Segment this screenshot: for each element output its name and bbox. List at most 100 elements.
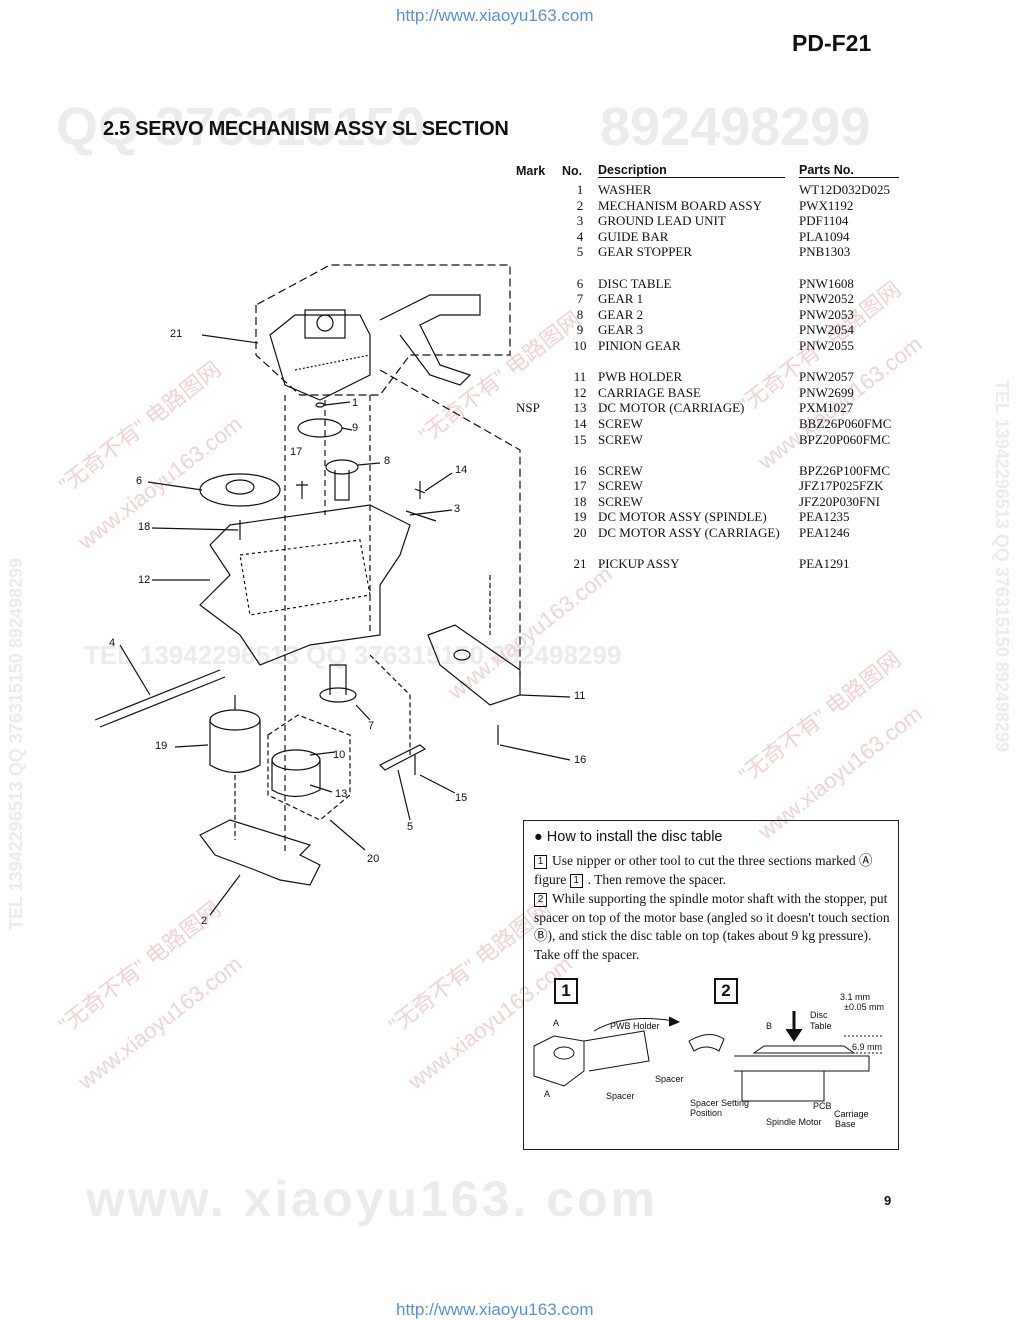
- part-number-cell: 1: [576, 182, 584, 197]
- fig2-disc-table: [752, 1045, 856, 1054]
- washer-drawing: [315, 402, 325, 408]
- pickup-lens: [316, 314, 334, 332]
- spindle-motor-drawing: [209, 720, 261, 774]
- parts-no-cell: PNW2053: [799, 306, 854, 322]
- exploded-view-diagram: [94, 264, 571, 916]
- description-cell: GEAR 3: [598, 322, 644, 338]
- callout-15: 15: [455, 792, 468, 804]
- description-cell: PWB HOLDER: [598, 369, 683, 385]
- fig1-spacer-label: Spacer: [655, 1074, 684, 1084]
- top-url[interactable]: http://www.xiaoyu163.com: [396, 6, 594, 25]
- part-number-cell: 9: [576, 322, 584, 338]
- mechanism-board-drawing: [199, 819, 321, 886]
- mark-cell: [516, 229, 562, 245]
- fig2-dim-2: 6.9 mm: [852, 1042, 883, 1052]
- description-cell: PINION GEAR: [598, 337, 681, 353]
- description-cell: MECHANISM BOARD ASSY: [598, 197, 762, 213]
- part-number-cell: 21: [573, 556, 587, 572]
- part-number-cell: 3: [576, 213, 584, 229]
- table-row: 17 SCREW JFZ17P025FZK: [516, 478, 899, 494]
- step-2-number: 2: [534, 893, 547, 907]
- part-number-cell: 2: [576, 197, 584, 213]
- bottom-url[interactable]: http://www.xiaoyu163.com: [396, 1300, 594, 1319]
- callout-3: 3: [454, 503, 461, 515]
- header-mark: Mark: [516, 163, 546, 178]
- parts-no-cell: PNW2052: [799, 291, 854, 307]
- watermark-qq: QQ 376315150: [56, 97, 426, 157]
- part-number-cell: 12: [573, 384, 587, 400]
- part-number-cell: 6: [576, 275, 584, 291]
- description-cell: SCREW: [598, 493, 643, 509]
- guide-bar: [94, 669, 226, 728]
- parts-no-cell: BBZ26P060FMC: [799, 415, 892, 431]
- carriage-base-drawing: [199, 504, 411, 666]
- screw-17: [296, 481, 308, 499]
- figure-1-label: 1: [554, 978, 578, 1004]
- parts-no-cell: PEA1235: [799, 509, 850, 525]
- gear-2-drawing: [325, 459, 359, 475]
- install-figures: [533, 1011, 884, 1102]
- parts-no-cell: PNW2699: [799, 384, 854, 400]
- parts-no-cell: JFZ20P030FNI: [799, 493, 880, 509]
- part-number-cell: 19: [573, 509, 587, 525]
- part-number-cell: 17: [573, 478, 587, 494]
- part-number-cell: 15: [573, 431, 587, 447]
- section-title: 2.5 SERVO MECHANISM ASSY SL SECTION: [103, 118, 509, 140]
- gear-stopper-drawing: [378, 744, 427, 771]
- fig1-holder-part: [533, 1035, 585, 1087]
- callout-2: 2: [201, 915, 208, 927]
- ground-lead: [405, 510, 437, 522]
- fig2-motor: [741, 1071, 825, 1102]
- table-row: 15 SCREW BPZ20P060FMC: [516, 432, 899, 448]
- fig2-table-label: Table: [810, 1021, 832, 1031]
- fig2-spindle-motor-label: Spindle Motor: [766, 1117, 822, 1127]
- part-number-cell: 5: [576, 244, 584, 260]
- fig2-pcb-label: PCB: [813, 1101, 832, 1111]
- disc-table-drawing: [199, 473, 281, 507]
- parts-no-cell: PLA1094: [799, 228, 850, 244]
- install-box-title: ● How to install the disc table: [534, 829, 723, 845]
- mark-cell: [516, 182, 562, 198]
- callout-5: 5: [407, 821, 414, 833]
- parts-no-cell: PNW2055: [799, 337, 854, 353]
- part-number-cell: 14: [573, 415, 587, 431]
- watermark-right-side: TEL 13942296513 QQ 376315150 892498299: [992, 380, 1012, 752]
- callout-7: 7: [368, 720, 375, 732]
- fig2-dim-1b: ±0.05 mm: [844, 1002, 884, 1012]
- parts-no-cell: BPZ20P060FMC: [799, 431, 891, 447]
- callout-9: 9: [352, 422, 359, 434]
- step-1-number: 1: [534, 855, 547, 869]
- gear-3-drawing: [297, 418, 343, 438]
- step-1-text: Use nipper or other tool to cut the thre…: [534, 853, 873, 887]
- figure-2-label: 2: [714, 978, 738, 1004]
- description-cell: DC MOTOR (CARRIAGE): [598, 400, 745, 416]
- part-number-cell: 4: [576, 228, 584, 244]
- parts-no-cell: JFZ17P025FZK: [799, 478, 884, 494]
- pwb-holder-drawing: [427, 624, 521, 706]
- parts-no-cell: PNB1303: [799, 244, 851, 260]
- mark-cell: [516, 198, 562, 214]
- fig1-spacer-label-2: Spacer: [606, 1091, 635, 1101]
- callout-17: 17: [290, 446, 303, 458]
- fig2-base-label: Base: [835, 1119, 856, 1129]
- callout-6: 6: [136, 475, 143, 487]
- fig2-dim-1: 3.1 mm: [840, 992, 871, 1002]
- description-cell: SCREW: [598, 478, 643, 494]
- description-cell: SCREW: [598, 431, 643, 447]
- parts-no-cell: PWX1192: [799, 197, 854, 213]
- table-row: 2 MECHANISM BOARD ASSY PWX1192: [516, 198, 899, 214]
- parts-no-cell: PXM1027: [799, 400, 854, 416]
- flex-cable: [379, 294, 481, 386]
- description-cell: GUIDE BAR: [598, 228, 669, 244]
- description-cell: DISC TABLE: [598, 275, 672, 291]
- callout-13: 13: [335, 788, 348, 800]
